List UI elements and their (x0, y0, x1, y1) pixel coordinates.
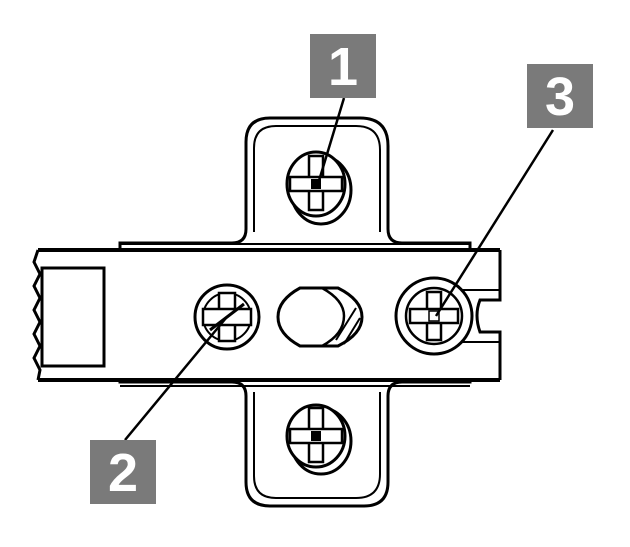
leader-line-3 (434, 129, 555, 317)
callout-box-2 (90, 440, 156, 504)
leader-line-2 (124, 317, 227, 441)
callout-label-1: 1 (328, 37, 358, 97)
callout-3: 3 (527, 64, 593, 128)
cam-opening (276, 286, 364, 348)
leader-line-1 (316, 97, 346, 185)
callout-label-3: 3 (545, 67, 575, 127)
mounting-plate-bottom-screw (285, 403, 353, 476)
leader-lines (124, 97, 555, 441)
callout-box-3 (527, 64, 593, 128)
depth-adjustment-cam-screw (193, 283, 261, 351)
callout-box-1 (310, 34, 376, 98)
callout-label-2: 2 (108, 443, 138, 503)
callout-2: 2 (90, 440, 156, 504)
callout-1: 1 (310, 34, 376, 98)
mounting-plate-top-screw (285, 150, 353, 226)
side-adjustment-screw (394, 276, 474, 356)
